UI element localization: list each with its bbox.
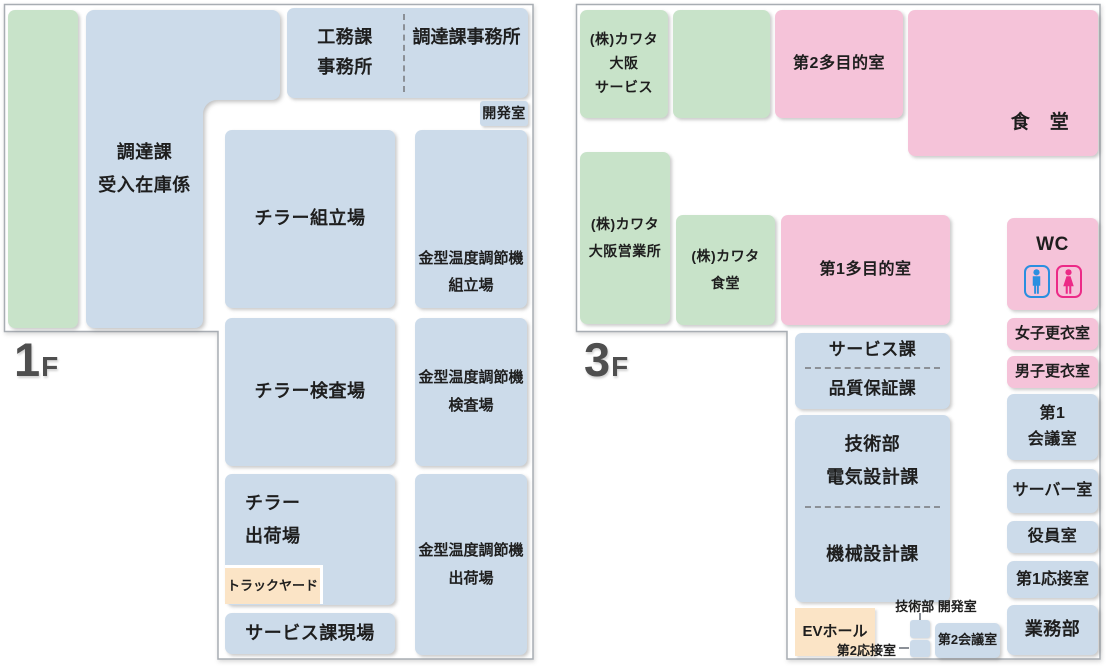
room-label: 男子更衣室	[1014, 363, 1090, 381]
room-electrical-design: 技術部 電気設計課	[795, 415, 950, 506]
room-label: 機械設計課	[826, 544, 919, 565]
room-label: 金型温度調節機 検査場	[418, 369, 524, 414]
male-restroom-icon	[1023, 265, 1050, 299]
room-womens-locker: 女子更衣室	[1007, 318, 1098, 350]
room-ev-hall: EVホール	[795, 608, 875, 656]
wc-icons	[1023, 265, 1082, 299]
room-mechanical-design: 機械設計課	[795, 508, 950, 602]
room-kawata-cafeteria: (株)カワタ 食堂	[676, 215, 775, 325]
room-procurement-receiving-shape	[86, 10, 280, 328]
room-label: EVホール	[802, 623, 868, 641]
room-executive-room: 役員室	[1007, 521, 1098, 553]
room-label: サービス課現場	[245, 622, 375, 643]
label-tech-dept-dev-room: 技術部 開発室	[895, 599, 977, 614]
room-development-room: 開発室	[480, 101, 528, 126]
floor-3f-outline	[575, 3, 1101, 660]
room-label: 第1応接室	[1016, 570, 1089, 588]
room-dev-room-small	[910, 620, 930, 638]
room-label: 調達課事務所	[412, 27, 521, 47]
room-chiller-shipping: チラー 出荷場	[225, 474, 395, 605]
room-label: チラー組立場	[254, 208, 366, 229]
room-chiller-assembly: チラー組立場	[225, 130, 395, 308]
room-label: 品質保証課	[828, 379, 917, 399]
floor-label-1f: 1F	[14, 333, 60, 386]
room-label: (株)カワタ 大阪 サービス	[589, 31, 659, 95]
room-engineering-dept-office: 工務課 事務所	[287, 8, 403, 98]
room-reception-room-1: 第1応接室	[1007, 561, 1098, 598]
room-label: (株)カワタ 食堂	[691, 248, 760, 291]
room-server-room: サーバー室	[1007, 469, 1098, 513]
room-service-section-site: サービス課現場	[225, 613, 395, 654]
room-kawata-osaka-branch: (株)カワタ 大阪営業所	[580, 152, 670, 324]
room-procurement-receiving: 調達課 受入在庫係	[86, 10, 203, 328]
room-unlabeled-green-strip	[8, 10, 78, 328]
room-label: (株)カワタ 大阪営業所	[588, 216, 662, 259]
room-chiller-inspection: チラー検査場	[225, 318, 395, 466]
room-label: チラー検査場	[254, 381, 366, 402]
room-label: 第2会議室	[937, 632, 998, 648]
room-quality-assurance: 品質保証課	[795, 369, 950, 409]
room-label: 女子更衣室	[1014, 325, 1090, 343]
female-restroom-icon	[1055, 265, 1082, 299]
room-label: 役員室	[1027, 528, 1078, 546]
room-label: 調達課 受入在庫係	[98, 141, 191, 195]
room-engineering-block: 技術部 電気設計課 機械設計課	[795, 415, 950, 602]
room-label: 金型温度調節機 出荷場	[418, 541, 524, 587]
room-reception-room-2-small	[910, 640, 930, 657]
room-label: 業務部	[1024, 619, 1081, 640]
room-business-dept: 業務部	[1007, 605, 1098, 655]
room-multipurpose-room-2: 第2多目的室	[775, 10, 903, 118]
room-service-quality-block: サービス課 品質保証課	[795, 333, 950, 409]
room-wc: WC	[1007, 218, 1098, 310]
room-label: トラックヤード	[226, 577, 318, 593]
floor-label-3f: 3F	[584, 333, 630, 386]
room-label: サーバー室	[1012, 482, 1093, 500]
room-mold-temp-controller-assembly: 金型温度調節機 組立場	[415, 130, 527, 308]
room-procurement-dept-office: 調達課事務所	[405, 8, 528, 98]
room-label: 第1多目的室	[819, 261, 912, 279]
label-reception-room-2: 第2応接室	[836, 643, 896, 658]
room-label: WC	[1036, 234, 1069, 255]
room-meeting-room-1: 第1 会議室	[1007, 394, 1098, 460]
room-label: 開発室	[482, 104, 526, 121]
room-mold-temp-controller-shipping: 金型温度調節機 出荷場	[415, 474, 527, 655]
room-mens-locker: 男子更衣室	[1007, 356, 1098, 388]
room-unlabeled-green-block	[673, 10, 770, 118]
dashed-divider	[805, 367, 940, 369]
room-label: 工務課 事務所	[317, 27, 373, 77]
room-label: 第1 会議室	[1027, 405, 1078, 448]
connector-line-dev-room	[919, 613, 921, 620]
room-label: 金型温度調節機 組立場	[418, 249, 524, 295]
room-mold-temp-controller-inspection: 金型温度調節機 検査場	[415, 318, 527, 466]
room-office-block: 工務課 事務所 調達課事務所	[287, 8, 528, 98]
connector-line-reception-2	[899, 647, 909, 649]
dashed-divider	[403, 14, 405, 92]
room-label: チラー 出荷場	[245, 493, 301, 547]
room-label: 第2多目的室	[793, 55, 885, 73]
room-cafeteria: 食 堂	[908, 10, 1098, 156]
room-label: サービス課	[828, 340, 917, 360]
room-label: 技術部 電気設計課	[826, 434, 919, 487]
room-multipurpose-room-1: 第1多目的室	[781, 215, 950, 325]
room-label: 食 堂	[1010, 111, 1070, 133]
room-kawata-osaka-service: (株)カワタ 大阪 サービス	[580, 10, 668, 118]
room-meeting-room-2: 第2会議室	[935, 623, 1000, 658]
room-service-section: サービス課	[795, 333, 950, 367]
room-truck-yard: トラックヤード	[225, 565, 323, 604]
dashed-divider	[805, 506, 940, 508]
